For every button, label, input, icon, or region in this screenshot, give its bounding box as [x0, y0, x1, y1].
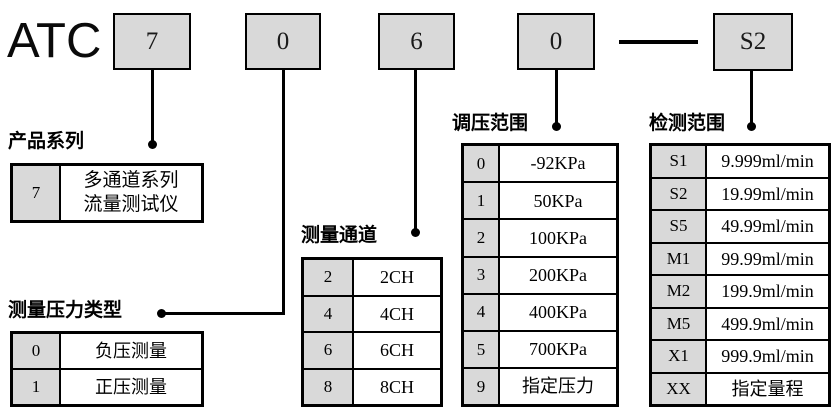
row-value: 9.999ml/min — [706, 145, 829, 178]
row-key: 7 — [12, 165, 60, 221]
product-prefix: ATC — [7, 14, 102, 68]
row-value: 2CH — [353, 259, 441, 296]
row-key: X1 — [651, 340, 706, 373]
section-title-pressure-type: 测量压力类型 — [8, 300, 123, 321]
row-key: 3 — [463, 256, 499, 294]
row-key: 2 — [303, 259, 353, 296]
connector-series-dot — [147, 140, 157, 149]
row-value: 50KPa — [499, 182, 617, 220]
row-value: 99.99ml/min — [706, 242, 829, 275]
connector-channels-line — [414, 70, 417, 230]
connector-channels-dot — [411, 228, 420, 237]
code-box-pressure-type: 0 — [245, 13, 321, 70]
row-key: 1 — [12, 369, 60, 405]
table-pressure-type: 0 负压测量 1 正压测量 — [10, 331, 204, 407]
code-box-series-value: 7 — [145, 27, 159, 55]
section-title-pressure-range: 调压范围 — [452, 113, 529, 134]
row-key: M1 — [651, 242, 706, 275]
row-key: 4 — [463, 293, 499, 331]
code-box-channels: 6 — [378, 13, 455, 70]
row-value: -92KPa — [499, 145, 617, 183]
row-value: 200KPa — [499, 256, 617, 294]
section-title-detection-range: 检测范围 — [649, 113, 726, 134]
table-product-series: 7 多通道系列 流量测试仪 — [10, 163, 204, 223]
row-key: 5 — [463, 330, 499, 369]
row-value: 49.99ml/min — [706, 210, 829, 243]
row-value: 999.9ml/min — [706, 340, 829, 373]
code-box-detection-range-value: S2 — [739, 28, 767, 55]
code-box-pressure-type-value: 0 — [276, 27, 290, 55]
connector-series-line — [150, 70, 154, 144]
row-value: 指定压力 — [499, 368, 617, 406]
table-detection-range: S1 9.999ml/min S2 19.99ml/min S5 49.99ml… — [649, 143, 831, 407]
connector-pressure-type-dot — [156, 308, 166, 318]
row-value: 负压测量 — [60, 333, 202, 369]
row-key: M2 — [651, 275, 706, 308]
row-value: 100KPa — [499, 219, 617, 257]
row-value: 正压测量 — [60, 369, 202, 405]
row-key: 2 — [463, 219, 499, 257]
row-key: 0 — [463, 145, 499, 183]
connector-detection-range-line — [749, 71, 753, 124]
row-value: 指定量程 — [706, 372, 829, 405]
row-key: M5 — [651, 307, 706, 340]
connector-detection-range-dot — [746, 122, 756, 131]
row-value: 19.99ml/min — [706, 177, 829, 210]
connector-pressure-range-dot — [551, 122, 561, 131]
table-pressure-range: 0 -92KPa 1 50KPa 2 100KPa 3 200KPa 4 400… — [461, 143, 619, 408]
section-title-channels: 测量通道 — [301, 225, 378, 246]
row-value: 6CH — [353, 332, 441, 369]
separator-dash-icon — [619, 40, 698, 44]
row-value: 400KPa — [499, 293, 617, 331]
code-box-pressure-range: 0 — [517, 13, 595, 70]
row-key: 6 — [303, 332, 353, 369]
row-value: 199.9ml/min — [706, 275, 829, 308]
code-box-series: 7 — [113, 13, 191, 70]
connector-pressure-range-line — [554, 70, 558, 124]
connector-pressure-type-line-vertical — [281, 70, 285, 315]
row-value: 700KPa — [499, 330, 617, 369]
row-key: XX — [651, 372, 706, 405]
code-box-channels-value: 6 — [410, 27, 423, 55]
row-value: 499.9ml/min — [706, 307, 829, 340]
row-value: 4CH — [353, 295, 441, 332]
code-box-detection-range: S2 — [713, 13, 793, 71]
row-key: 8 — [303, 368, 353, 405]
row-key: 4 — [303, 295, 353, 332]
section-title-product-series: 产品系列 — [8, 131, 85, 152]
code-box-pressure-range-value: 0 — [549, 27, 563, 55]
row-key: S1 — [651, 145, 706, 178]
row-key: S2 — [651, 177, 706, 210]
row-value: 8CH — [353, 368, 441, 405]
connector-pressure-type-line-horizontal — [160, 311, 285, 315]
table-channels: 2 2CH 4 4CH 6 6CH 8 8CH — [301, 257, 443, 407]
row-key: 0 — [12, 333, 60, 369]
row-key: 9 — [463, 368, 499, 406]
row-key: S5 — [651, 210, 706, 243]
row-key: 1 — [463, 182, 499, 220]
row-value: 多通道系列 流量测试仪 — [60, 165, 202, 221]
